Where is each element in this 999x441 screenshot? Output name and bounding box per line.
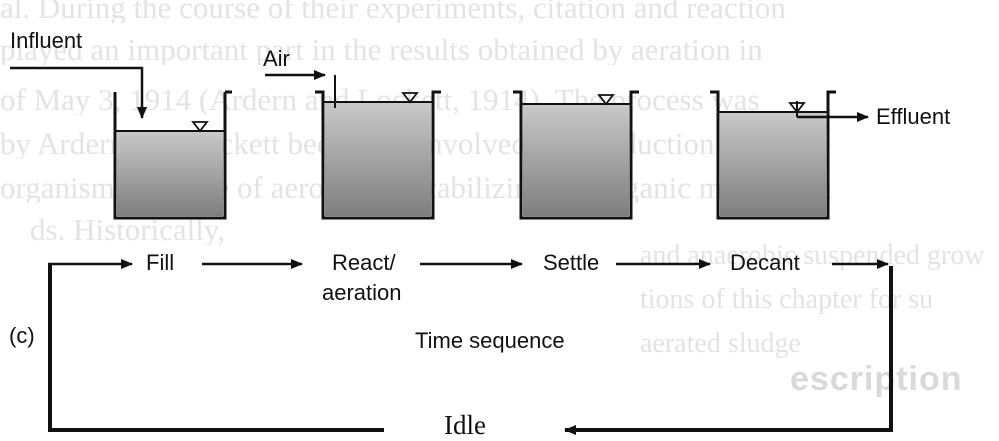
idle-loop-right bbox=[564, 266, 893, 435]
tank-settle-liquid bbox=[523, 104, 629, 216]
tank-react bbox=[315, 75, 441, 220]
step-label-fill: Fill bbox=[146, 250, 175, 275]
idle-label: Idle bbox=[444, 410, 486, 440]
idle-loop-left bbox=[48, 265, 384, 432]
influent-label: Influent bbox=[10, 28, 83, 53]
step-label-react-line2: aeration bbox=[322, 280, 402, 305]
step-label-decant: Decant bbox=[730, 250, 800, 275]
tank-settle-outline bbox=[513, 90, 639, 220]
tank-decant bbox=[710, 90, 836, 220]
tank-settle-level-icon bbox=[597, 94, 615, 106]
tank-settle bbox=[513, 90, 639, 220]
tank-decant-liquid bbox=[720, 112, 826, 216]
background-line: aerated sludge bbox=[640, 330, 801, 358]
background-line: tions of this chapter for su bbox=[640, 286, 934, 314]
figure-label: (c) bbox=[9, 323, 35, 348]
step-label-settle: Settle bbox=[543, 250, 600, 275]
tank-react-outline bbox=[315, 90, 441, 220]
tank-react-level-icon bbox=[401, 92, 419, 104]
tank-fill bbox=[113, 90, 232, 220]
air-label: Air bbox=[263, 46, 290, 71]
influent-arrow bbox=[10, 66, 147, 119]
tank-fill-outline bbox=[113, 90, 232, 220]
effluent-label: Effluent bbox=[876, 104, 951, 129]
tank-fill-liquid bbox=[117, 131, 223, 216]
tank-fill-level-icon bbox=[191, 121, 209, 133]
background-heading: escription bbox=[790, 360, 963, 398]
time-sequence-label: Time sequence bbox=[415, 328, 565, 353]
tank-react-liquid bbox=[325, 102, 431, 216]
background-line: played an important part in the results … bbox=[0, 34, 763, 65]
background-line: al. During the course of their experimen… bbox=[0, 0, 786, 23]
tank-decant-outline bbox=[710, 90, 836, 220]
step-label-react: React/ bbox=[332, 250, 396, 275]
